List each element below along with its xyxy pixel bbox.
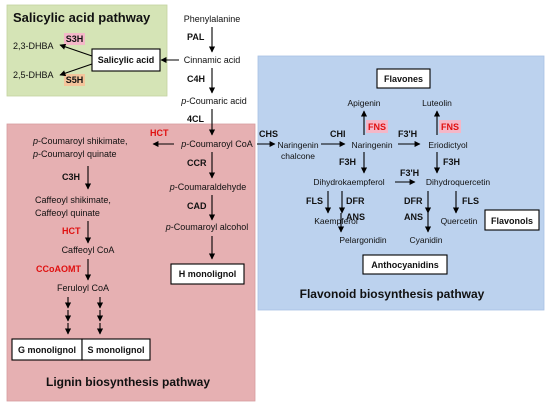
s5h-enzyme: S5H bbox=[66, 75, 84, 85]
ans-enzyme-left: ANS bbox=[346, 212, 365, 222]
chi-enzyme: CHI bbox=[330, 129, 346, 139]
4cl-enzyme: 4CL bbox=[187, 114, 205, 124]
p-coumaroyl-shikimate: p-Coumaroyl shikimate, bbox=[32, 136, 128, 146]
kaempferol: Kaempferol bbox=[314, 216, 358, 226]
caffeoyl-quinate: Caffeoyl quinate bbox=[35, 208, 100, 218]
quercetin: Quercetin bbox=[441, 216, 478, 226]
fls-enzyme-left: FLS bbox=[306, 196, 323, 206]
s5h-highlight bbox=[64, 74, 85, 86]
arrow-to-2-3-dhba bbox=[59, 43, 93, 57]
naringenin-chalcone-line1: Naringenin bbox=[277, 140, 318, 150]
salicylic-acid-label: Salicylic acid bbox=[98, 55, 155, 65]
naringenin: Naringenin bbox=[351, 140, 392, 150]
hct-enzyme: HCT bbox=[62, 226, 81, 236]
flavones: Flavones bbox=[384, 74, 423, 84]
c3h-enzyme: C3H bbox=[62, 172, 80, 182]
salicylic-acid-box bbox=[91, 48, 161, 72]
pal-enzyme: PAL bbox=[187, 32, 205, 42]
cyanidin: Cyanidin bbox=[409, 235, 442, 245]
flavonols-box bbox=[484, 209, 540, 231]
arrow-to-2-5-dhba bbox=[59, 63, 93, 77]
fls-enzyme-right: FLS bbox=[462, 196, 479, 206]
caffeoyl-coa: Caffeoyl CoA bbox=[62, 245, 115, 255]
dihydroquercetin: Dihydroquercetin bbox=[426, 177, 491, 187]
c4h-enzyme: C4H bbox=[187, 74, 205, 84]
f3h-prime-enzyme-top: F3'H bbox=[398, 129, 417, 139]
fns-left-highlight bbox=[366, 120, 388, 133]
p-coumaroyl-quinate: p-Coumaroyl quinate bbox=[32, 149, 117, 159]
dhba-2-3: 2,3-DHBA bbox=[13, 41, 54, 51]
p-coumaraldehyde: p-Coumaraldehyde bbox=[169, 182, 247, 192]
flavonoid-pathway-title: Flavonoid biosynthesis pathway bbox=[300, 287, 485, 301]
f3h-prime-enzyme-mid: F3'H bbox=[400, 168, 419, 178]
s3h-enzyme: S3H bbox=[66, 34, 84, 44]
h-monolignol: H monolignol bbox=[179, 269, 237, 279]
pelargonidin: Pelargonidin bbox=[339, 235, 387, 245]
p-coumaric-acid: p-Coumaric acid bbox=[180, 96, 247, 106]
feruloyl-coa: Feruloyl CoA bbox=[57, 283, 109, 293]
luteolin: Luteolin bbox=[422, 98, 452, 108]
ans-enzyme-right: ANS bbox=[404, 212, 423, 222]
fns-enzyme-left: FNS bbox=[368, 122, 386, 132]
anthocyanidins-box bbox=[362, 254, 448, 275]
dfr-enzyme-left: DFR bbox=[346, 196, 365, 206]
s-monolignol: S monolignol bbox=[88, 345, 145, 355]
phenylalanine: Phenylalanine bbox=[184, 14, 241, 24]
dfr-enzyme-right: DFR bbox=[404, 196, 423, 206]
s-monolignol-box bbox=[81, 338, 151, 361]
flavonols: Flavonols bbox=[491, 216, 533, 226]
flavones-box bbox=[376, 68, 431, 89]
g-monolignol: G monolignol bbox=[18, 345, 76, 355]
anthocyanidins: Anthocyanidins bbox=[371, 260, 439, 270]
f3h-enzyme-left: F3H bbox=[339, 157, 356, 167]
caffeoyl-shikimate: Caffeoyl shikimate, bbox=[35, 195, 111, 205]
cad-enzyme: CAD bbox=[187, 201, 207, 211]
apigenin: Apigenin bbox=[347, 98, 380, 108]
fns-right-highlight bbox=[439, 120, 461, 133]
dihydrokaempferol: Dihydrokaempferol bbox=[313, 177, 384, 187]
p-coumaroyl-alcohol: p-Coumaroyl alcohol bbox=[165, 222, 249, 232]
h-monolignol-box bbox=[170, 263, 245, 285]
p-coumaroyl-coa: p-Coumaroyl CoA bbox=[180, 139, 253, 149]
cinnamic-acid: Cinnamic acid bbox=[184, 55, 241, 65]
dhba-2-5: 2,5-DHBA bbox=[13, 70, 54, 80]
hct-enzyme-top: HCT bbox=[150, 128, 169, 138]
ccoaomt-enzyme: CCoAOMT bbox=[36, 264, 81, 274]
chs-enzyme: CHS bbox=[259, 129, 278, 139]
lignin-pathway-title: Lignin biosynthesis pathway bbox=[46, 375, 210, 389]
salicylic-pathway-title: Salicylic acid pathway bbox=[13, 10, 151, 25]
f3h-enzyme-right: F3H bbox=[443, 157, 460, 167]
s3h-highlight bbox=[64, 33, 85, 45]
eriodictyol: Eriodictyol bbox=[428, 140, 467, 150]
ccr-enzyme: CCR bbox=[187, 158, 207, 168]
fns-enzyme-right: FNS bbox=[441, 122, 459, 132]
naringenin-chalcone-line2: chalcone bbox=[281, 151, 315, 161]
